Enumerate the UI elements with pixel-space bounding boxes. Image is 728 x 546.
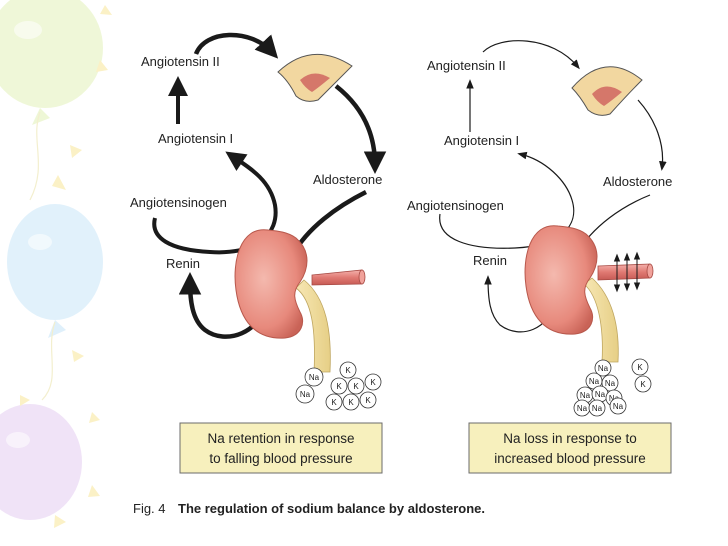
svg-text:K: K xyxy=(345,366,351,375)
balloon-decoration xyxy=(0,0,112,528)
ion-na: Na xyxy=(295,384,315,404)
adrenal-gland xyxy=(571,66,643,116)
ion-k: K xyxy=(347,377,365,395)
kidney xyxy=(234,229,366,373)
ion-na: Na xyxy=(573,399,591,417)
ion-k: K xyxy=(634,375,652,393)
panel-retention: Angiotensin II Angiotensin I Angiotensin… xyxy=(130,32,387,474)
info-box-loss: Na loss in response to increased blood p… xyxy=(468,422,672,474)
label-angiotensinogen: Angiotensinogen xyxy=(407,198,504,213)
svg-text:Na: Na xyxy=(595,390,606,399)
svg-text:K: K xyxy=(640,380,646,389)
label-renin: Renin xyxy=(166,256,200,271)
arrow-adrenal-to-aldosterone xyxy=(637,99,667,171)
svg-text:Na: Na xyxy=(589,377,600,386)
ion-na: Na xyxy=(609,397,627,415)
svg-text:Na: Na xyxy=(577,404,588,413)
caption-text: The regulation of sodium balance by aldo… xyxy=(178,501,485,516)
ion-na: Na xyxy=(588,399,606,417)
caption-prefix: Fig. 4 xyxy=(133,501,166,516)
label-aldosterone: Aldosterone xyxy=(313,172,382,187)
arrow-angiotensin-ii-to-adrenal xyxy=(482,40,580,70)
svg-text:Na: Na xyxy=(309,373,320,382)
ion-k: K xyxy=(364,373,382,391)
svg-text:Na: Na xyxy=(605,379,616,388)
ion-k: K xyxy=(359,391,377,409)
svg-text:K: K xyxy=(353,382,359,391)
ion-k: K xyxy=(342,393,360,411)
svg-text:K: K xyxy=(365,396,371,405)
box-line-1: Na loss in response to xyxy=(503,431,637,446)
svg-text:K: K xyxy=(637,363,643,372)
info-box-retention: Na retention in response to falling bloo… xyxy=(179,422,383,474)
svg-text:Na: Na xyxy=(592,404,603,413)
svg-text:K: K xyxy=(348,398,354,407)
ion-cluster: Na Na K K K K K K K xyxy=(295,361,382,411)
ion-k: K xyxy=(325,393,343,411)
arrow-angiotensin-ii-to-adrenal xyxy=(193,32,279,59)
svg-text:K: K xyxy=(331,398,337,407)
ion-na: Na xyxy=(591,385,609,403)
svg-text:Na: Na xyxy=(300,390,311,399)
ion-cluster: Na Na Na Na Na Na Na Na Na K K xyxy=(573,358,652,417)
label-angiotensinogen: Angiotensinogen xyxy=(130,195,227,210)
ion-na: Na xyxy=(594,359,612,377)
box-line-2: increased blood pressure xyxy=(494,451,646,466)
svg-text:Na: Na xyxy=(598,364,609,373)
svg-text:K: K xyxy=(336,382,342,391)
svg-text:K: K xyxy=(370,378,376,387)
panel-loss: Angiotensin II Angiotensin I Angiotensin… xyxy=(407,40,672,474)
label-angiotensin-i: Angiotensin I xyxy=(158,131,233,146)
ion-na: Na xyxy=(304,367,324,387)
ion-na: Na xyxy=(601,374,619,392)
arrow-adrenal-to-aldosterone xyxy=(334,84,387,174)
label-aldosterone: Aldosterone xyxy=(603,174,672,189)
figure-caption: Fig. 4 The regulation of sodium balance … xyxy=(133,501,485,516)
ion-k: K xyxy=(339,361,357,379)
svg-text:Na: Na xyxy=(613,402,624,411)
label-angiotensin-ii: Angiotensin II xyxy=(141,54,220,69)
label-angiotensin-i: Angiotensin I xyxy=(444,133,519,148)
svg-text:Na: Na xyxy=(580,391,591,400)
adrenal-gland xyxy=(277,53,353,102)
pressure-arrows xyxy=(613,251,641,293)
box-line-1: Na retention in response xyxy=(207,431,354,446)
label-renin: Renin xyxy=(473,253,507,268)
kidney xyxy=(524,225,654,363)
label-angiotensin-ii: Angiotensin II xyxy=(427,58,506,73)
box-line-2: to falling blood pressure xyxy=(209,451,352,466)
ion-k: K xyxy=(631,358,649,376)
ion-k: K xyxy=(330,377,348,395)
